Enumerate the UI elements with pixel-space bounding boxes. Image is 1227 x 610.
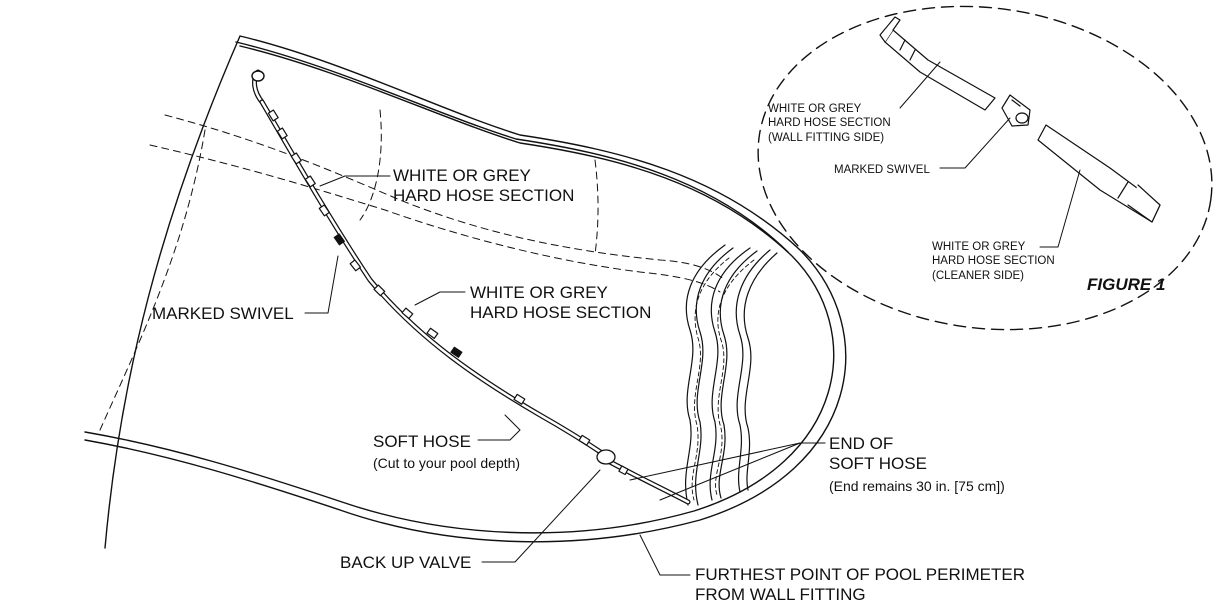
figure1-cleaner-side-line3: (CLEANER SIDE): [932, 269, 1025, 282]
end-soft-hose-label: END OF SOFT HOSE: [829, 434, 927, 475]
hard-hose-upper-line1: WHITE OR GREY: [393, 166, 531, 185]
figure1-title: FIGURE 1: [1087, 275, 1166, 294]
figure1-marked-swivel-label: MARKED SWIVEL: [834, 164, 930, 176]
figure1-inset: [737, 0, 1227, 358]
hard-hose-lower-label: WHITE OR GREY HARD HOSE SECTION: [470, 283, 651, 324]
hose-assembly: [252, 71, 688, 502]
hard-hose-upper-line2: HARD HOSE SECTION: [393, 186, 575, 206]
soft-hose-note: (Cut to your pool depth): [373, 455, 521, 471]
soft-hose-label: SOFT HOSE: [373, 432, 471, 451]
hard-hose-upper-label: WHITE OR GREY HARD HOSE SECTION: [393, 166, 574, 207]
figure1-wall-side-line2: HARD HOSE SECTION: [768, 117, 891, 130]
furthest-point-line1: FURTHEST POINT OF POOL PERIMETER: [695, 565, 1025, 584]
pool-steps: [686, 245, 777, 505]
figure1-cleaner-side-line1: WHITE OR GREY: [932, 241, 1026, 253]
figure1-wall-side-line1: WHITE OR GREY: [768, 103, 862, 115]
leader-lines: [305, 176, 825, 575]
end-soft-hose-line2: SOFT HOSE: [829, 454, 927, 474]
furthest-point-label: FURTHEST POINT OF POOL PERIMETER FROM WA…: [695, 565, 1025, 606]
figure1-cleaner-side-label: WHITE OR GREY HARD HOSE SECTION (CLEANER…: [932, 240, 1055, 283]
hard-hose-lower-line1: WHITE OR GREY: [470, 283, 608, 302]
back-up-valve-label: BACK UP VALVE: [340, 553, 472, 572]
figure1-wall-side-label: WHITE OR GREY HARD HOSE SECTION (WALL FI…: [768, 102, 891, 145]
end-soft-hose-line1: END OF: [829, 434, 894, 453]
hard-hose-lower-line2: HARD HOSE SECTION: [470, 303, 652, 323]
pool-outline: [85, 36, 846, 548]
marked-swivel-label: MARKED SWIVEL: [152, 304, 294, 323]
end-soft-hose-note: (End remains 30 in. [75 cm]): [829, 478, 1005, 494]
figure1-cleaner-side-line2: HARD HOSE SECTION: [932, 255, 1055, 268]
furthest-point-line2: FROM WALL FITTING: [695, 585, 866, 605]
figure1-wall-side-line3: (WALL FITTING SIDE): [768, 131, 885, 144]
